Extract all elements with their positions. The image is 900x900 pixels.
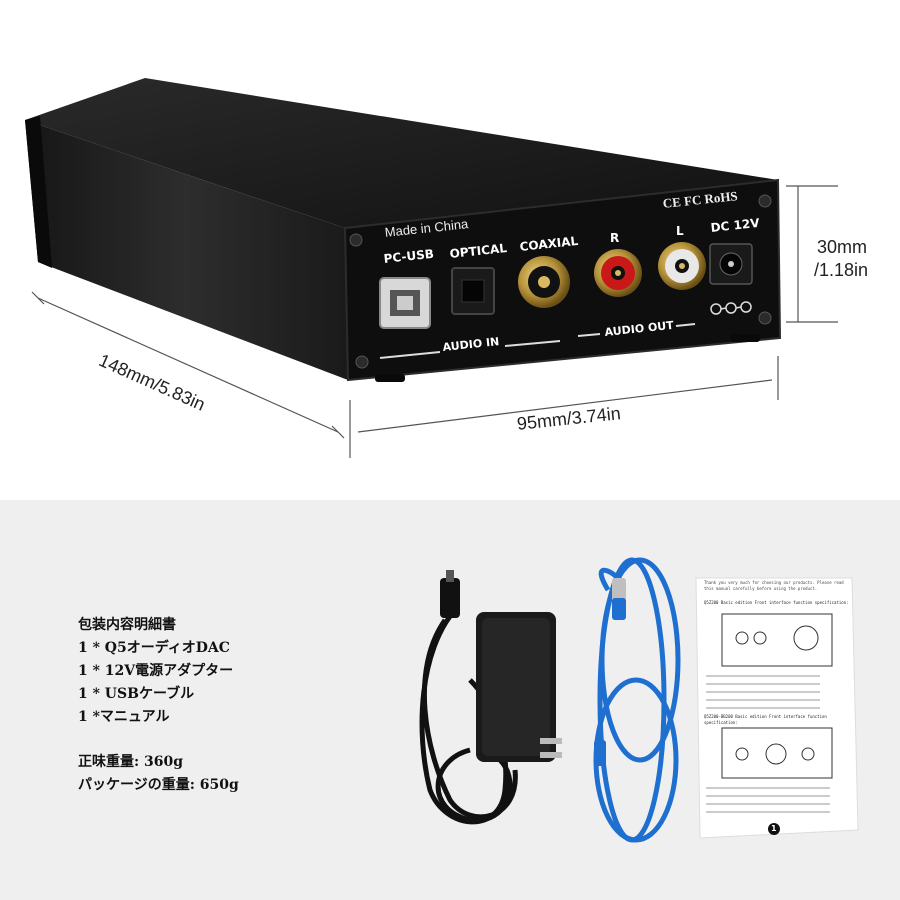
package-item-manual: 1 *マニュアル	[78, 709, 170, 725]
dc-power-jack	[709, 243, 753, 285]
rca-right-jack	[594, 249, 642, 297]
device-top-face	[25, 78, 778, 228]
dimension-lines	[31, 185, 838, 458]
manual-page-number: 1	[771, 824, 777, 833]
package-weight: パッケージの重量: 650g	[78, 777, 239, 793]
screw-icon	[349, 194, 772, 369]
net-weight: 正味重量: 360g	[78, 754, 184, 770]
port-label-r: R	[610, 231, 620, 245]
manual-booklet	[695, 577, 859, 839]
polarity-icon	[710, 301, 752, 315]
package-item-adapter: 1 * 12V電源アダプター	[78, 663, 234, 679]
port-label-l: L	[676, 224, 684, 238]
package-title: 包装内容明細書	[78, 617, 176, 633]
rca-left-jack	[658, 242, 706, 290]
dimension-height-mm: 30mm	[817, 237, 868, 257]
manual-intro: Thank you very much for choosing our pro…	[704, 580, 844, 591]
package-contents-list: 包装内容明細書 1 * Q5オーディオDAC 1 * 12V電源アダプター 1 …	[78, 614, 239, 797]
manual-section-2: Q5Z200-BB200 Basic edition Front interfa…	[704, 714, 827, 725]
package-item-dac: 1 * Q5オーディオDAC	[78, 640, 230, 656]
product-dimension-section: Made in China CE FC RoHS PC-USB OPTICAL …	[25, 78, 869, 458]
device-illustration	[25, 78, 838, 458]
manual-section-1: Q5Z200 Basic edition Front interface fun…	[704, 600, 849, 605]
dimension-height-in: /1.18in	[814, 260, 869, 280]
coaxial-rca-jack	[518, 256, 570, 308]
usb-cable	[593, 557, 681, 843]
package-item-usb-cable: 1 * USBケーブル	[78, 686, 195, 702]
accessories-illustration	[419, 557, 859, 843]
package-contents-section: Thank you very much for choosing our pro…	[0, 500, 900, 900]
device-side-face	[25, 120, 348, 380]
